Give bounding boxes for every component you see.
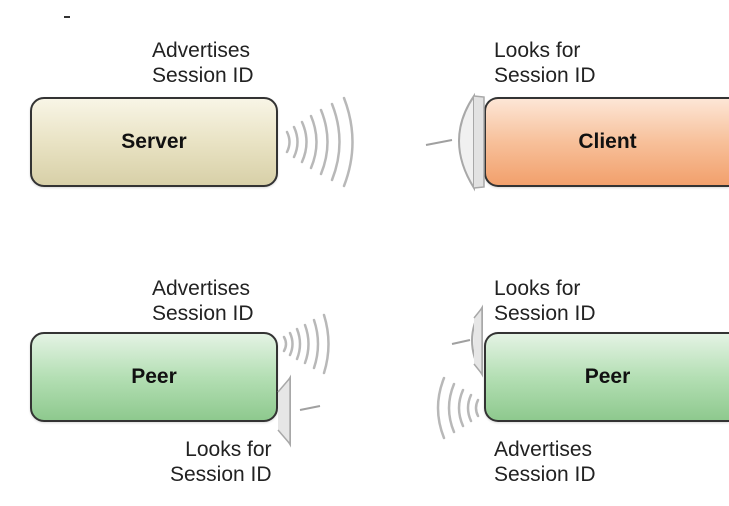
peer-right-caption-bottom-line1: Advertises <box>494 438 593 461</box>
peer-left-caption-top-line2: Session ID <box>152 302 254 325</box>
client-caption: Looks for Session ID <box>494 38 596 88</box>
server-caption: Advertises Session ID <box>152 38 254 88</box>
receiver-dish-icon <box>451 304 483 378</box>
client-node-label: Client <box>578 130 637 153</box>
peer-left-node: Peer <box>30 332 278 422</box>
broadcast-waves-icon <box>436 376 480 440</box>
receiver-dish-icon <box>425 92 485 192</box>
stray-mark <box>64 16 70 18</box>
peer-left-caption-bottom: Looks for Session ID <box>170 437 272 487</box>
peer-right-caption-top-line2: Session ID <box>494 302 596 325</box>
client-caption-line2: Session ID <box>494 64 596 87</box>
receiver-dish-icon <box>277 374 321 448</box>
peer-left-caption-top: Advertises Session ID <box>152 276 254 326</box>
server-node-label: Server <box>121 130 187 153</box>
peer-right-caption-bottom: Advertises Session ID <box>494 437 596 487</box>
client-caption-line1: Looks for <box>494 39 581 62</box>
peer-right-caption-top: Looks for Session ID <box>494 276 596 326</box>
peer-left-caption-bottom-line1: Looks for <box>185 438 272 461</box>
broadcast-waves-icon <box>282 313 330 375</box>
peer-left-caption-top-line1: Advertises <box>152 277 251 300</box>
peer-right-node: Peer <box>484 332 729 422</box>
server-caption-line1: Advertises <box>152 39 251 62</box>
client-node: Client <box>484 97 729 187</box>
peer-right-caption-top-line1: Looks for <box>494 277 581 300</box>
server-caption-line2: Session ID <box>152 64 254 87</box>
peer-right-node-label: Peer <box>584 365 631 388</box>
broadcast-waves-icon <box>285 96 354 188</box>
peer-right-caption-bottom-line2: Session ID <box>494 463 596 486</box>
peer-left-node-label: Peer <box>131 365 177 388</box>
peer-left-caption-bottom-line2: Session ID <box>170 463 272 486</box>
server-node: Server <box>30 97 278 187</box>
